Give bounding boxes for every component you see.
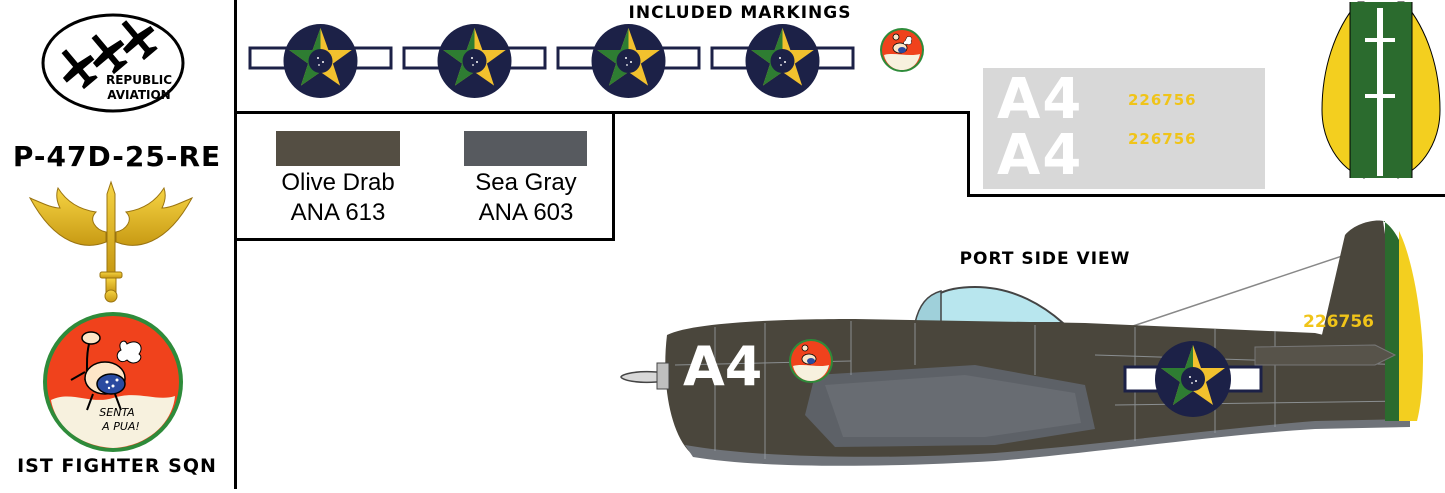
- squadron-name-label: IST FIGHTER SQN: [17, 455, 217, 477]
- aircraft-letter-code: A4: [683, 335, 762, 398]
- sea-gray-paint-chip: [464, 131, 587, 166]
- republic-aviation-logo: REPUBLIC AVIATION: [40, 3, 186, 115]
- letter-code-decal-2: A4: [997, 123, 1084, 188]
- sea-gray-name: Sea Gray: [475, 169, 577, 196]
- national-insignia-3: [556, 22, 701, 100]
- left-divider-line: [234, 0, 237, 489]
- paint-chip-box: [234, 114, 615, 241]
- rudder-stripes-decal: [1320, 0, 1442, 180]
- national-insignia-1: [248, 22, 393, 100]
- national-insignia-4: [710, 22, 855, 100]
- senta-a-pua-squadron-badge: SENTA A PUA!: [41, 310, 185, 454]
- port-side-view-label: PORT SIDE VIEW: [959, 249, 1131, 269]
- codes-left-line: [967, 111, 970, 197]
- serial-decal-1: 226756: [1128, 91, 1197, 109]
- code-decal-panel: [983, 68, 1265, 189]
- p47-port-side-profile: A4 226756: [615, 215, 1445, 489]
- badge-motto-line1: SENTA: [99, 406, 134, 419]
- badge-motto-line2: A PUA!: [101, 420, 140, 433]
- letter-code-decal-1: A4: [997, 67, 1084, 132]
- included-markings-title: INCLUDED MARKINGS: [628, 3, 852, 23]
- brazilian-air-force-wings-insignia: [26, 180, 196, 305]
- codes-bottom-line: [967, 194, 1445, 197]
- small-squadron-badge-decal: [879, 27, 925, 73]
- olive-drab-code: ANA 613: [290, 199, 386, 226]
- markings-bottom-line: [234, 111, 970, 114]
- serial-decal-2: 226756: [1128, 130, 1197, 148]
- olive-drab-paint-chip: [276, 131, 400, 166]
- national-insignia-2: [402, 22, 547, 100]
- aircraft-tail-serial: 226756: [1303, 312, 1374, 332]
- logo-text-aviation: AVIATION: [107, 88, 171, 102]
- aircraft-type-title: P-47D-25-RE: [12, 140, 222, 173]
- logo-text-republic: REPUBLIC: [105, 73, 173, 87]
- sea-gray-code: ANA 603: [478, 199, 574, 226]
- olive-drab-name: Olive Drab: [281, 169, 395, 196]
